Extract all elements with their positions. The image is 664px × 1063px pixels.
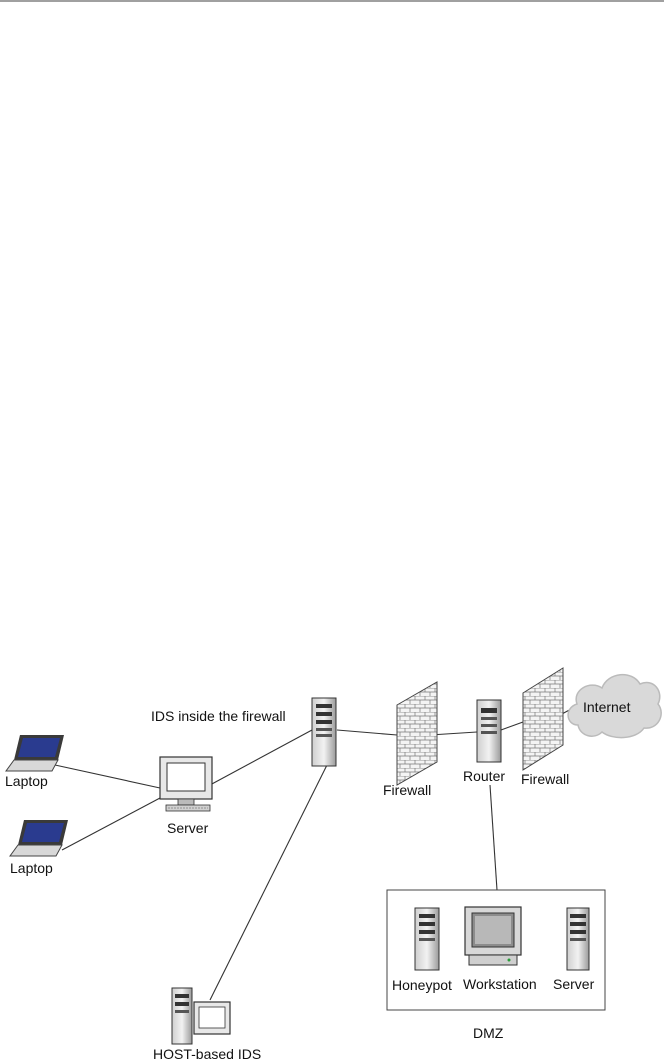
link-router-firewall (500, 721, 524, 731)
router-icon (476, 699, 502, 763)
host-ids-icon (171, 987, 231, 1045)
honeypot-label: Honeypot (392, 977, 452, 993)
link-ids-hostids (209, 764, 328, 1001)
router-label: Router (463, 768, 505, 784)
connections (54, 706, 576, 1001)
server-tower-icon (311, 697, 337, 767)
laptop-icon (5, 735, 64, 772)
laptop-icon (9, 820, 68, 857)
workstation-label: Workstation (463, 976, 537, 992)
firewall-icon (522, 667, 564, 771)
link-ids-firewall (336, 729, 398, 736)
laptop-label: Laptop (10, 860, 53, 876)
link-firewall-router (429, 731, 478, 736)
link-server-ids (209, 729, 313, 786)
link-router-dmz (489, 784, 498, 891)
cloud-icon (567, 674, 662, 739)
firewall-label: Firewall (521, 771, 569, 787)
workstation-icon (464, 906, 522, 966)
monitor-icon (159, 756, 213, 812)
firewall-icon (396, 681, 438, 786)
top-rule (0, 0, 664, 2)
firewall-label: Firewall (383, 782, 431, 798)
server-tower-icon (414, 907, 440, 971)
link-laptop1-server (54, 764, 161, 789)
dmz-server-label: Server (553, 976, 595, 992)
internet-label: Internet (583, 699, 631, 715)
host-ids-label: HOST-based IDS (153, 1046, 261, 1062)
ids-inside-label: IDS inside the firewall (151, 708, 286, 724)
laptop-label: Laptop (5, 773, 48, 789)
dmz-label: DMZ (473, 1025, 504, 1041)
server-label: Server (167, 820, 209, 836)
link-laptop2-server (61, 797, 161, 851)
server-tower-icon (566, 907, 590, 971)
